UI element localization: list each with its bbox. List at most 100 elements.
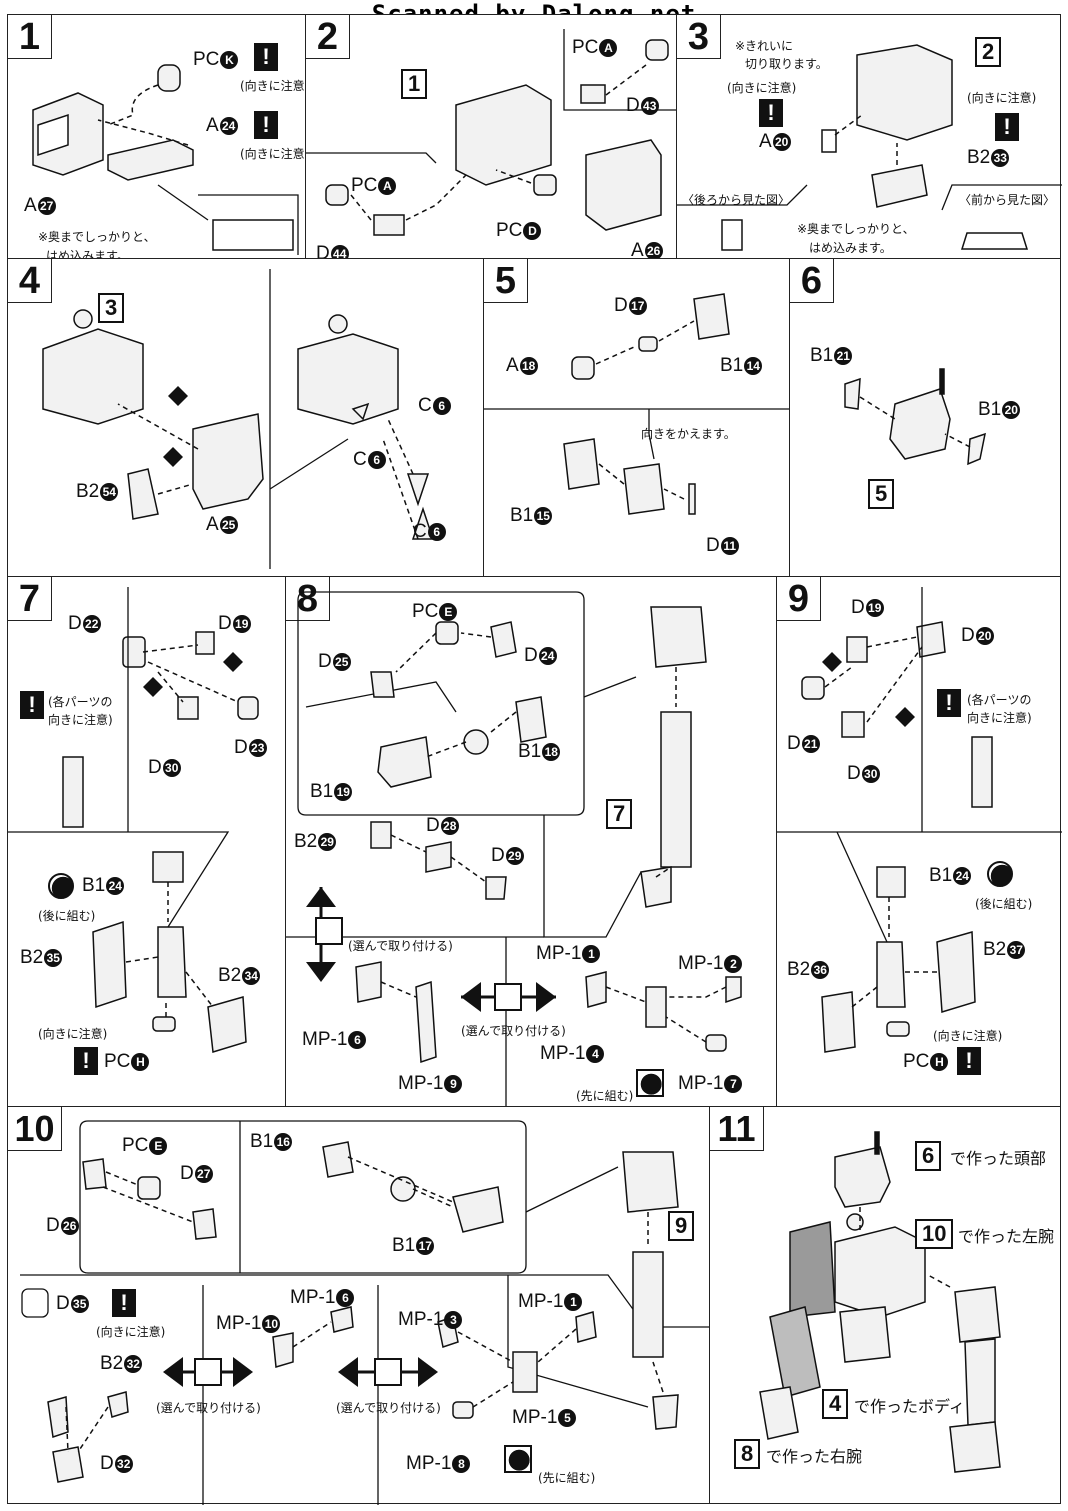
later-icon (48, 873, 74, 899)
note-parts-1: (各パーツの (48, 695, 113, 709)
note-choose: (選んで取り付ける) (348, 939, 453, 953)
note-first: (先に組む) (538, 1471, 596, 1485)
note-fit-1: ※奥までしっかりと、 (797, 222, 915, 236)
warning-icon: ! (112, 1289, 136, 1317)
caption-head: で作った頭部 (950, 1149, 1047, 1168)
note-direction: (向きに注意) (96, 1325, 166, 1339)
step-5-diagram (484, 293, 792, 515)
warning-icon: ! (995, 113, 1019, 141)
step-7-diagram (8, 587, 259, 1053)
warning-icon: ! (20, 691, 44, 719)
note-fit-1: ※奥までしっかりと、 (38, 230, 156, 244)
step-1-number: 1 (8, 15, 52, 59)
step-10-number: 10 (8, 1107, 62, 1151)
ref-step-7: 7 (606, 799, 633, 829)
step-8-panel: 8 (285, 576, 778, 1108)
warning-icon: ! (937, 689, 961, 717)
step-2-diagram (306, 29, 679, 236)
step-6-number: 6 (790, 259, 834, 303)
note-direction: (向きに注意) (240, 79, 310, 93)
note-cut-2: 切り取ります。 (745, 57, 828, 71)
note-direction: (向きに注意) (967, 91, 1037, 105)
choose-icon (374, 1358, 402, 1386)
note-cut-1: ※きれいに (735, 39, 794, 53)
note-first: (先に組む) (576, 1089, 634, 1103)
ref-step-2: 2 (975, 37, 1002, 67)
step-1-diagram (32, 64, 299, 255)
note-later: (後に組む) (975, 897, 1033, 911)
note-parts-2: 向きに注意) (967, 711, 1032, 725)
caption-left-arm: で作った左腕 (958, 1227, 1055, 1246)
note-later: (後に組む) (38, 909, 96, 923)
note-direction: (向きに注意) (38, 1027, 108, 1041)
caption-body: で作ったボディ (854, 1397, 965, 1416)
step-11-panel: 11 6 で作った頭部 10 で作った左腕 4 で作ったボディ 8 で作った右腕 (709, 1106, 1061, 1504)
note-choose: (選んで取り付ける) (156, 1401, 261, 1415)
step-4-diagram (42, 269, 435, 569)
ref-step-3: 3 (98, 293, 125, 323)
note-parts-1: (各パーツの (967, 693, 1032, 707)
choose-icon (315, 917, 343, 945)
step-9-diagram (777, 587, 1062, 1053)
first-icon (636, 1069, 664, 1097)
note-direction: (向きに注意) (933, 1029, 1003, 1043)
ref-step-6: 6 (915, 1141, 942, 1171)
step-3-number: 3 (677, 15, 721, 59)
warning-icon: ! (957, 1047, 981, 1075)
step-10-panel: 10 (7, 1106, 712, 1505)
ref-step-1: 1 (401, 69, 428, 99)
note-direction: (向きに注意) (727, 81, 797, 95)
warning-icon: ! (759, 99, 783, 127)
choose-icon (494, 983, 522, 1011)
step-9-number: 9 (777, 577, 821, 621)
step-5-number: 5 (484, 259, 528, 303)
